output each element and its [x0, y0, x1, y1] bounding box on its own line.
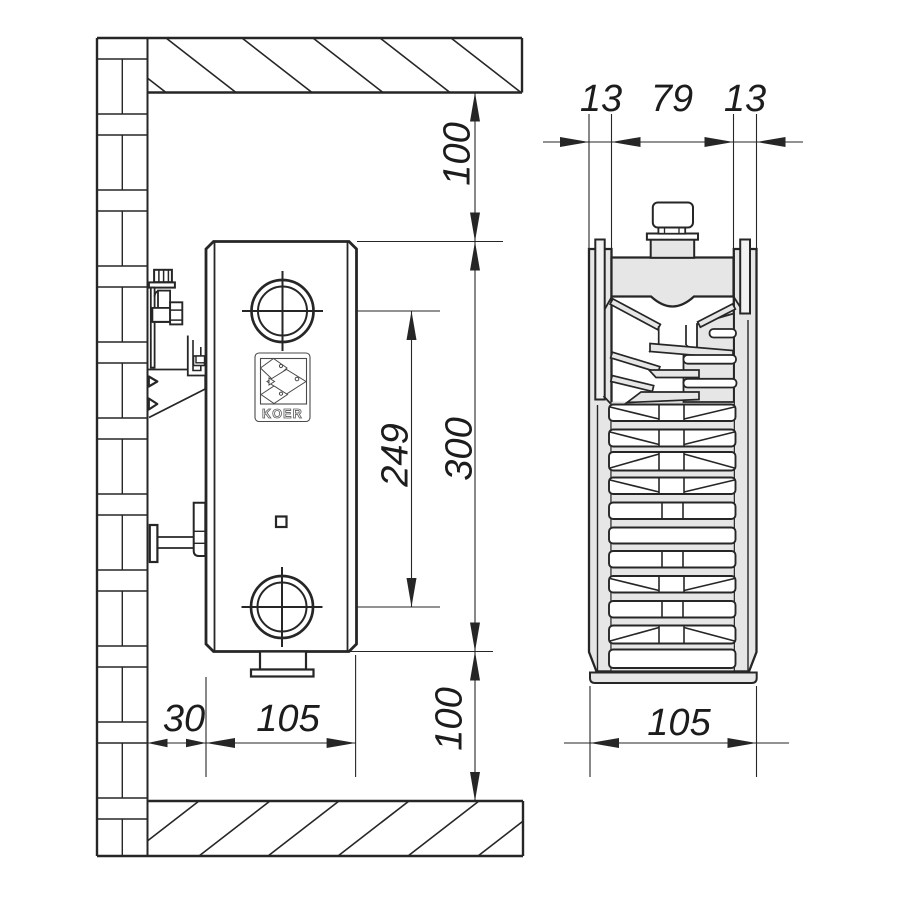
svg-text:100: 100 — [429, 687, 471, 750]
svg-text:30: 30 — [163, 698, 205, 740]
svg-text:79: 79 — [651, 78, 693, 120]
svg-text:105: 105 — [256, 698, 320, 740]
svg-text:249: 249 — [375, 423, 417, 487]
svg-text:100: 100 — [437, 122, 479, 185]
svg-text:300: 300 — [439, 417, 481, 480]
svg-text:13: 13 — [724, 78, 766, 120]
svg-text:105: 105 — [647, 702, 711, 744]
svg-text:13: 13 — [580, 78, 622, 120]
svg-text:KOER: KOER — [262, 407, 303, 421]
